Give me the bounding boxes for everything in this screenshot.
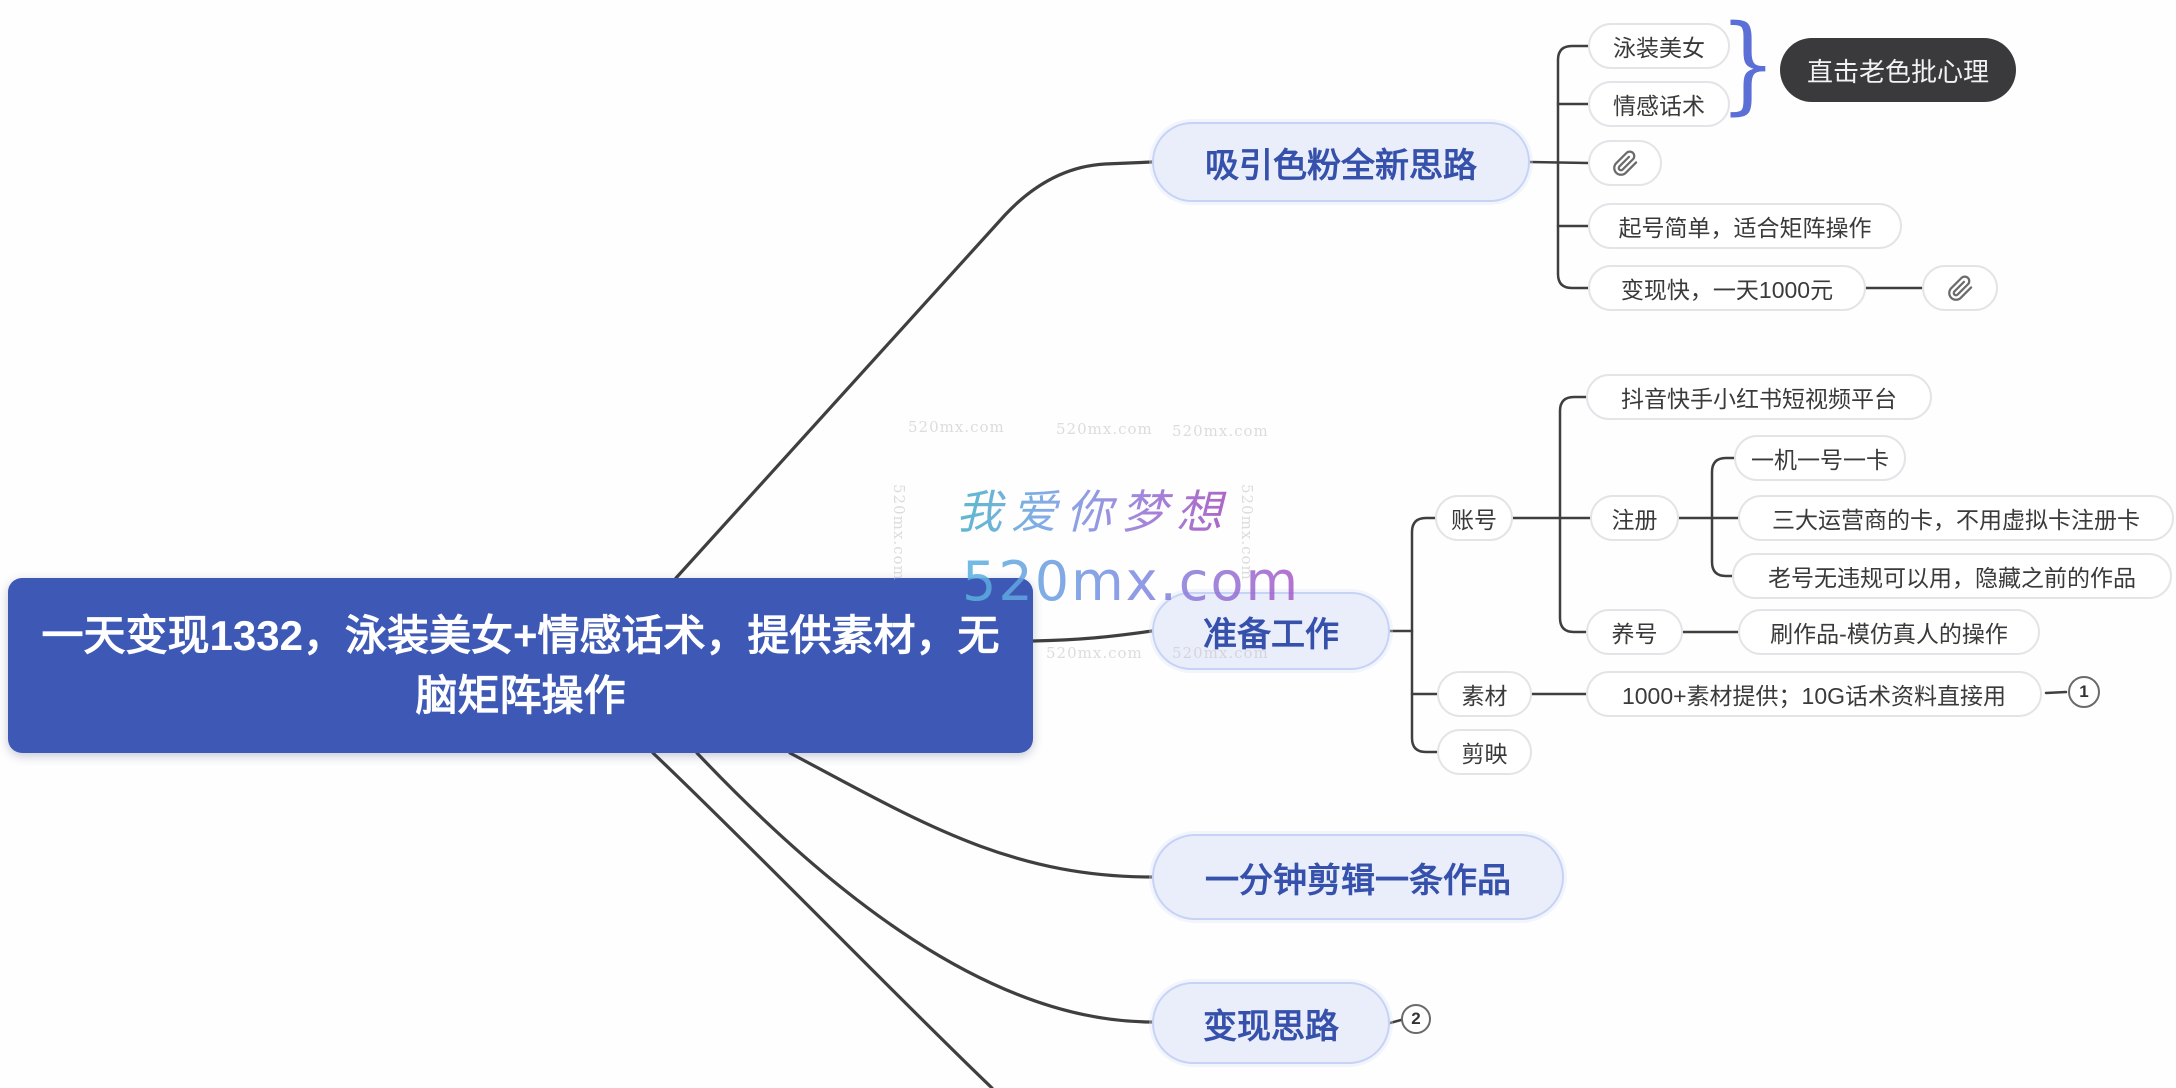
branch-monetize-ideas[interactable]: 变现思路 [1152, 982, 1390, 1064]
watermark-script: 我爱你梦想 [956, 476, 1231, 542]
watermark-tile: 520mx.com [1172, 422, 1269, 440]
brace-decoration: } [1719, 1, 1777, 125]
node-platforms[interactable]: 抖音快手小红书短视频平台 [1586, 374, 1932, 420]
attachment-node[interactable] [1922, 265, 1998, 311]
node-material[interactable]: 素材 [1437, 671, 1532, 717]
node-carrier-cards[interactable]: 三大运营商的卡，不用虚拟卡注册卡 [1738, 495, 2174, 541]
numbered-badge-2[interactable]: 2 [1401, 1004, 1431, 1034]
watermark-tile-vertical: 520mx.com [1238, 484, 1256, 581]
watermark-site: 520mx.com [962, 550, 1301, 613]
paperclip-icon [1612, 149, 1637, 176]
numbered-badge-1[interactable]: 1 [2068, 676, 2100, 708]
watermark-tile: 520mx.com [1056, 420, 1153, 438]
node-emotion-script[interactable]: 情感话术 [1588, 81, 1730, 127]
node-register[interactable]: 注册 [1590, 495, 1679, 541]
callout-psychology[interactable]: 直击老色批心理 [1780, 38, 2016, 102]
branch-preparation[interactable]: 准备工作 [1152, 592, 1390, 670]
attachment-node[interactable] [1588, 140, 1662, 186]
node-swimsuit[interactable]: 泳装美女 [1588, 23, 1730, 69]
branch-one-minute-edit[interactable]: 一分钟剪辑一条作品 [1152, 834, 1564, 920]
node-fast-cash[interactable]: 变现快，一天1000元 [1588, 265, 1866, 311]
paperclip-icon [1947, 274, 1972, 301]
watermark-tile: 520mx.com [908, 418, 1005, 436]
node-easy-start[interactable]: 起号简单，适合矩阵操作 [1588, 203, 1902, 249]
branch-attract-fans[interactable]: 吸引色粉全新思路 [1152, 122, 1530, 202]
central-topic[interactable]: 一天变现1332，泳装美女+情感话术，提供素材，无脑矩阵操作 [8, 578, 1033, 753]
watermark-tile: 520mx.com [1046, 644, 1143, 662]
node-browse-works[interactable]: 刷作品-模仿真人的操作 [1738, 609, 2040, 655]
watermark-tile: 520mx.com [1172, 644, 1269, 662]
node-jianying[interactable]: 剪映 [1437, 729, 1532, 775]
node-material-offer[interactable]: 1000+素材提供；10G话术资料直接用 [1586, 671, 2042, 717]
node-nurture-account[interactable]: 养号 [1586, 609, 1683, 655]
node-old-accounts[interactable]: 老号无违规可以用，隐藏之前的作品 [1732, 553, 2172, 599]
watermark-tile-vertical: 520mx.com [890, 484, 908, 581]
node-account[interactable]: 账号 [1435, 495, 1513, 541]
node-one-device-one-card[interactable]: 一机一号一卡 [1734, 435, 1906, 481]
